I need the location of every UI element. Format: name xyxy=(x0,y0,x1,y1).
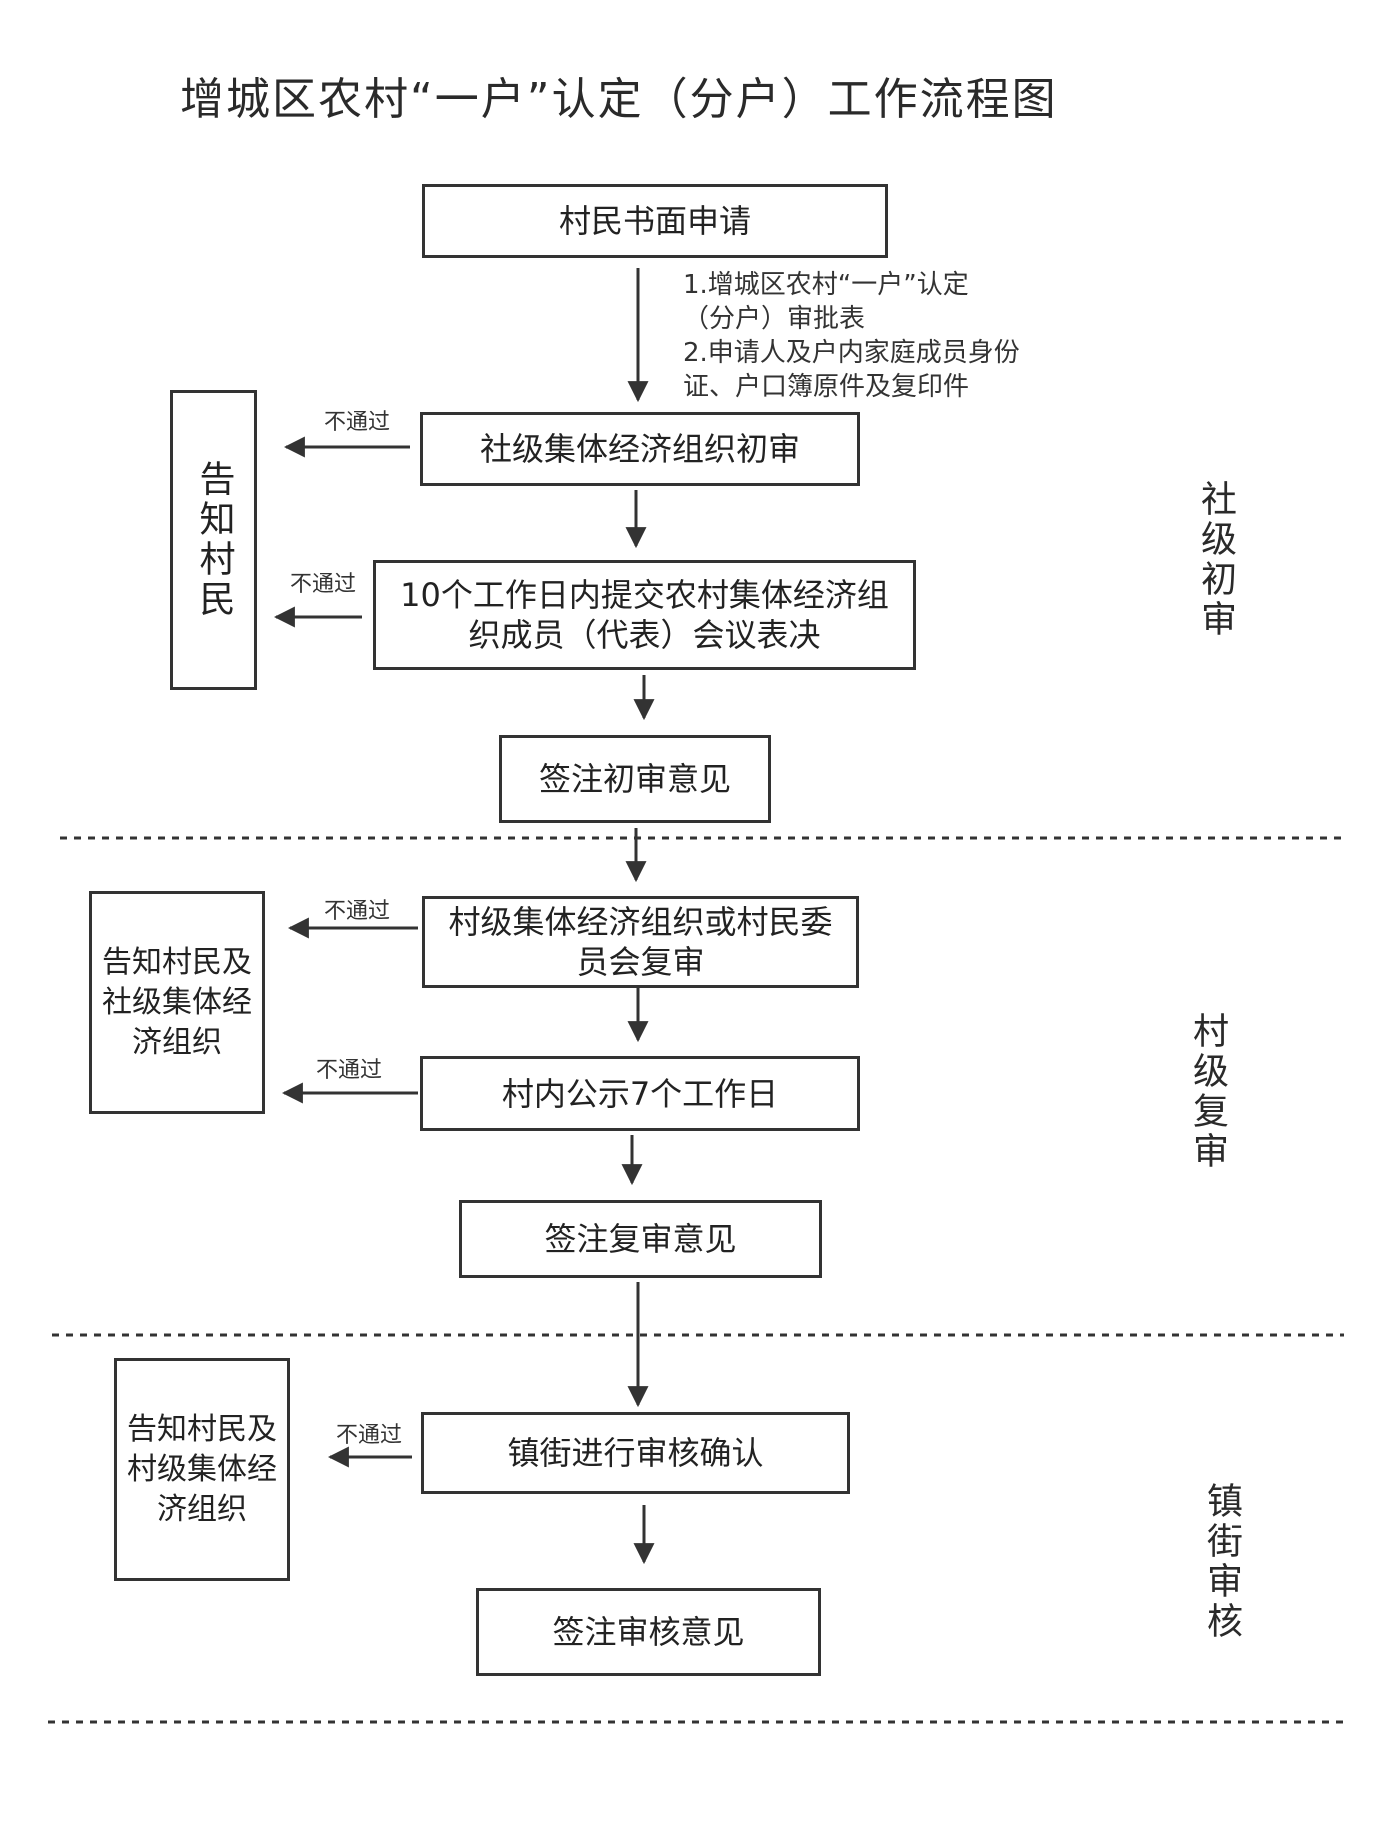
diagram-title: 增城区农村“一户”认定（分户）工作流程图 xyxy=(180,74,1058,125)
fail-label-meeting: 不通过 xyxy=(290,572,357,597)
step-she-review: 社级集体经济组织初审 xyxy=(420,412,860,486)
notify-villager-she: 告知村民及社级集体经济组织 xyxy=(89,891,265,1114)
step-sign-initial: 签注初审意见 xyxy=(499,735,771,823)
materials-note: 1.增城区农村“一户”认定 （分户）审批表 2.申请人及户内家庭成员身份 证、户… xyxy=(683,268,1103,404)
step-meeting: 10个工作日内提交农村集体经济组织成员（代表）会议表决 xyxy=(373,560,916,670)
step-cun-review: 村级集体经济组织或村民委员会复审 xyxy=(422,896,859,988)
materials-line: （分户）审批表 xyxy=(683,304,866,334)
notify-villager: 告知村民 xyxy=(170,390,257,690)
materials-line: 2.申请人及户内家庭成员身份 xyxy=(683,338,1020,368)
fail-label-town: 不通过 xyxy=(336,1423,403,1448)
stage-label-cun: 村级复审 xyxy=(1187,1012,1228,1172)
fail-label-cun: 不通过 xyxy=(324,899,391,924)
notify-villager-cun: 告知村民及村级集体经济组织 xyxy=(114,1358,290,1581)
fail-label-publicity: 不通过 xyxy=(316,1058,383,1083)
stage-label-town: 镇街审核 xyxy=(1201,1482,1242,1642)
step-apply: 村民书面申请 xyxy=(422,184,888,258)
materials-line: 证、户口簿原件及复印件 xyxy=(683,372,970,402)
step-publicity: 村内公示7个工作日 xyxy=(420,1056,860,1131)
step-sign-audit: 签注审核意见 xyxy=(476,1588,821,1676)
materials-line: 1.增城区农村“一户”认定 xyxy=(683,270,969,300)
stage-label-she: 社级初审 xyxy=(1195,480,1236,640)
step-sign-recheck: 签注复审意见 xyxy=(459,1200,822,1278)
fail-label-she: 不通过 xyxy=(324,410,391,435)
step-town-review: 镇街进行审核确认 xyxy=(421,1412,850,1494)
